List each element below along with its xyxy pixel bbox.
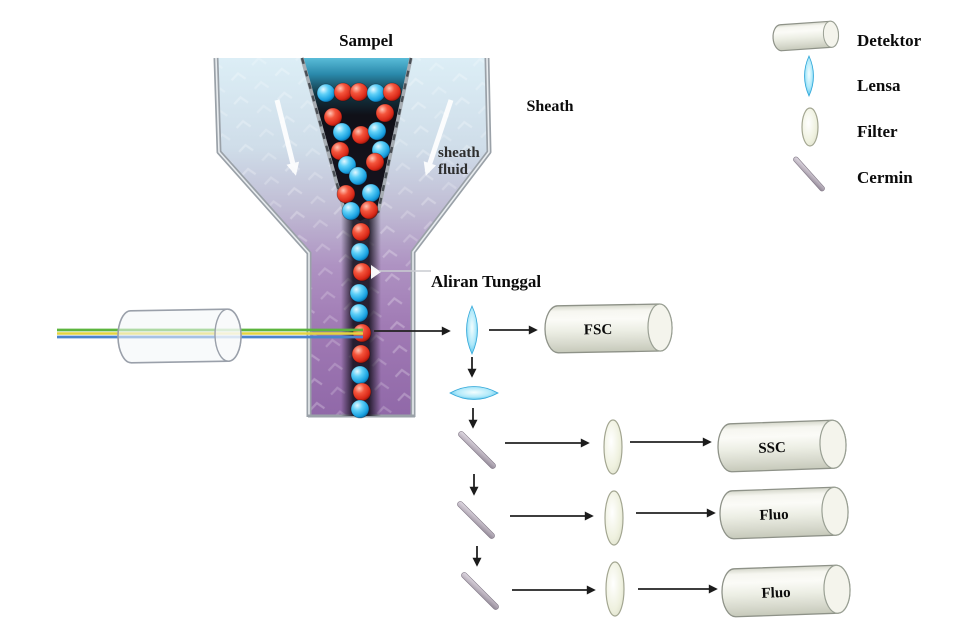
cone-wall-right-dashes (376, 57, 413, 214)
legend-label-mirror: Cermin (857, 168, 913, 187)
particle-red (365, 152, 385, 172)
particle-blue (316, 83, 336, 103)
fluo-detector-2: Fluo (721, 564, 851, 618)
sample-label: Sampel (339, 31, 393, 50)
legend-label-filter: Filter (857, 122, 898, 141)
mirror-icon (793, 156, 825, 192)
fsc-detector: FSC (544, 303, 673, 354)
particle-blue (361, 183, 381, 203)
sheath-flow-arrow-left (274, 99, 300, 176)
particle-blue (337, 155, 357, 175)
particle-blue (366, 83, 386, 103)
particle-blue (341, 201, 361, 221)
legend-label-detector: Detektor (857, 31, 922, 50)
particle-red (333, 82, 353, 102)
particle-red (352, 382, 372, 402)
particle-red (349, 82, 369, 102)
filter-icon (801, 107, 819, 147)
sheath-fluid-label: sheath fluid (438, 145, 483, 178)
sheath-label: Sheath (526, 98, 573, 115)
particle-red (359, 200, 379, 220)
funnel-wall-left-highlight (215, 57, 310, 417)
legend: Detektor Lensa Filter Cermin (772, 20, 922, 192)
particle-blue (349, 283, 369, 303)
fsc-label: FSC (584, 322, 613, 338)
lens-icon (804, 55, 814, 97)
particle-blue (349, 303, 369, 323)
collection-lens-vertical (466, 305, 478, 355)
particle-red (351, 125, 371, 145)
detector-cylinder-icon (772, 20, 840, 52)
bandpass-filter-3 (605, 561, 625, 617)
funnel-wall-right-highlight (412, 57, 490, 417)
sheath-flow-arrow-right (423, 99, 454, 176)
single-stream-label: Aliran Tunggal (431, 272, 541, 291)
particle-blue (332, 122, 352, 142)
particle-red (375, 103, 395, 123)
dichroic-mirror-2 (457, 501, 495, 539)
particle-red (336, 184, 356, 204)
light-path-arrows (374, 325, 718, 595)
collection-lens-horizontal (449, 386, 499, 400)
ssc-detector: SSC (717, 419, 847, 473)
ssc-label: SSC (758, 440, 786, 457)
laser (57, 308, 363, 364)
particle-red (351, 222, 371, 242)
particle-blue (350, 242, 370, 262)
particle-blue (367, 121, 387, 141)
particle-red (323, 107, 343, 127)
legend-label-lens: Lensa (857, 76, 901, 95)
bandpass-filter-2 (604, 490, 624, 546)
particle-blue (348, 166, 368, 186)
particle-red (351, 344, 371, 364)
laser-collimator-tube (117, 308, 242, 364)
particle-red (352, 262, 372, 282)
optics (449, 305, 625, 617)
dichroic-mirror-1 (458, 431, 496, 469)
particle-blue (350, 399, 370, 419)
single-stream-pointer (371, 265, 381, 279)
fluo1-label: Fluo (759, 507, 789, 524)
cone-wall-left-dashes (300, 57, 347, 214)
fluo2-label: Fluo (761, 585, 791, 602)
fluo-detector-1: Fluo (719, 486, 849, 540)
particle-blue (350, 365, 370, 385)
particle-chain (316, 82, 402, 419)
flow-cell (213, 57, 492, 419)
particle-red (382, 82, 402, 102)
bandpass-filter-1 (603, 419, 623, 475)
dichroic-mirror-3 (461, 572, 499, 610)
